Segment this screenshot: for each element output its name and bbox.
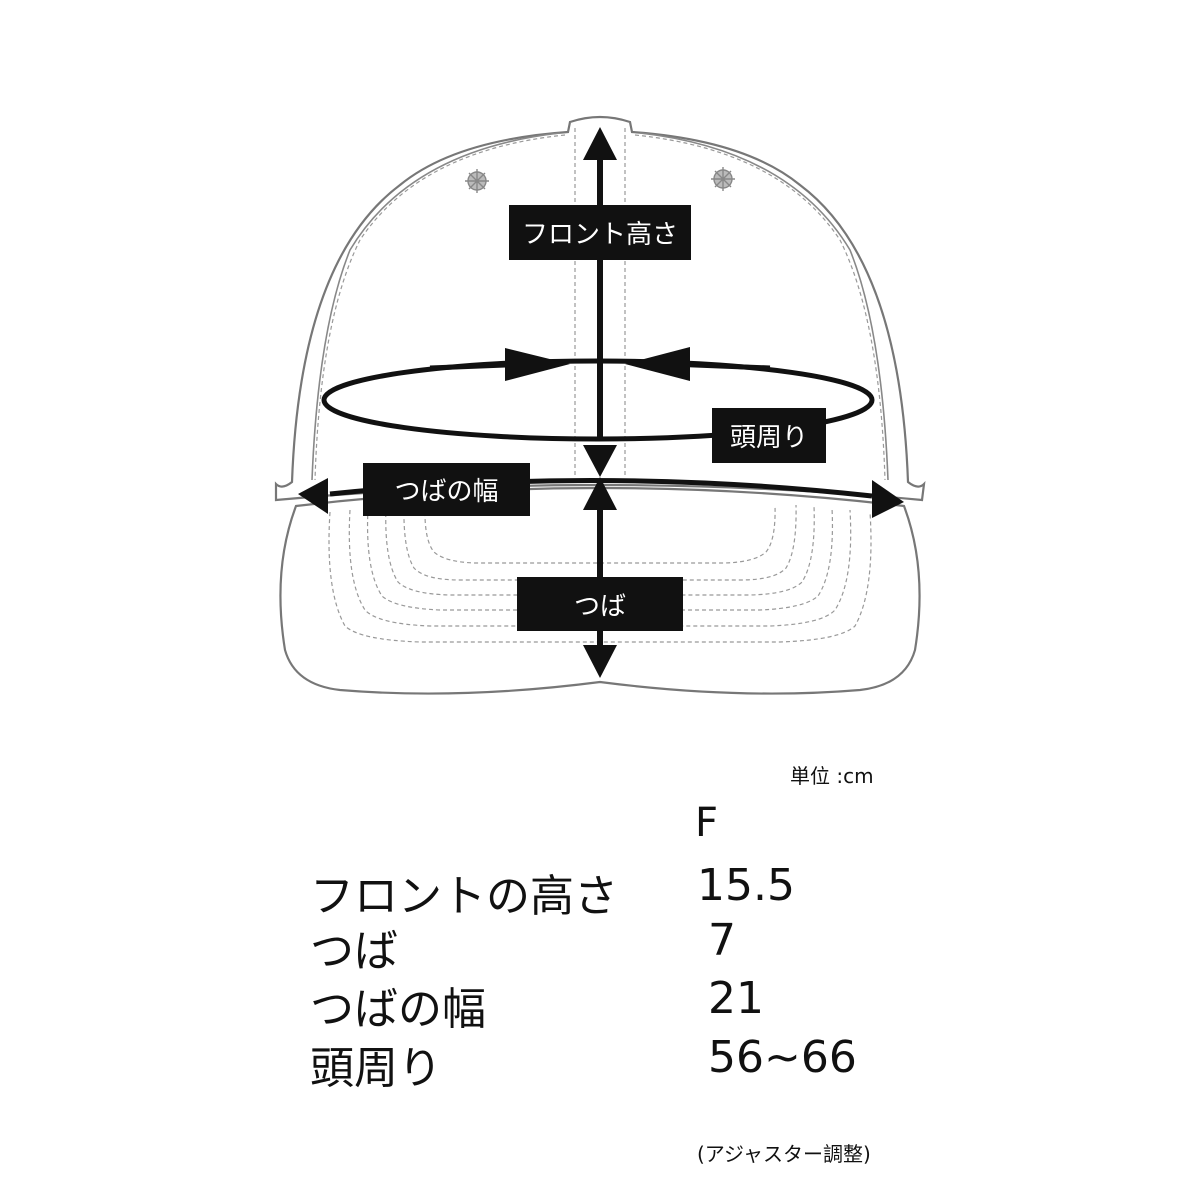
head-circumference-label: 頭周り xyxy=(712,408,826,463)
cap-brim xyxy=(279,486,921,695)
row-label-brim: つば xyxy=(310,926,398,977)
row-value-front-height: 15.5 xyxy=(697,860,795,911)
unit-label: 単位 :cm xyxy=(790,764,874,788)
row-label-head-circumference: 頭周り xyxy=(310,1043,442,1094)
brim-label: つば xyxy=(517,577,683,631)
front-height-label: フロント高さ xyxy=(509,205,691,260)
row-value-head-circumference: 56~66 xyxy=(708,1032,857,1083)
row-label-brim-width: つばの幅 xyxy=(310,984,486,1035)
row-label-front-height: フロントの高さ xyxy=(310,871,618,922)
cap-crown xyxy=(274,115,926,502)
eyelet-right xyxy=(711,167,735,191)
size-column-header: F xyxy=(695,800,719,846)
cap-measurement-diagram: フロント高さ 頭周り つばの幅 つば xyxy=(274,115,926,695)
adjuster-note: (アジャスター調整) xyxy=(697,1142,871,1166)
row-value-brim: 7 xyxy=(708,915,736,966)
crown-seams xyxy=(314,128,886,481)
front-height-arrow xyxy=(583,127,617,477)
brim-width-label: つばの幅 xyxy=(363,463,530,516)
eyelet-left xyxy=(465,169,489,193)
head-circumference-arrows xyxy=(429,347,771,381)
row-value-brim-width: 21 xyxy=(708,973,764,1024)
crown-panel-lines xyxy=(311,132,889,481)
